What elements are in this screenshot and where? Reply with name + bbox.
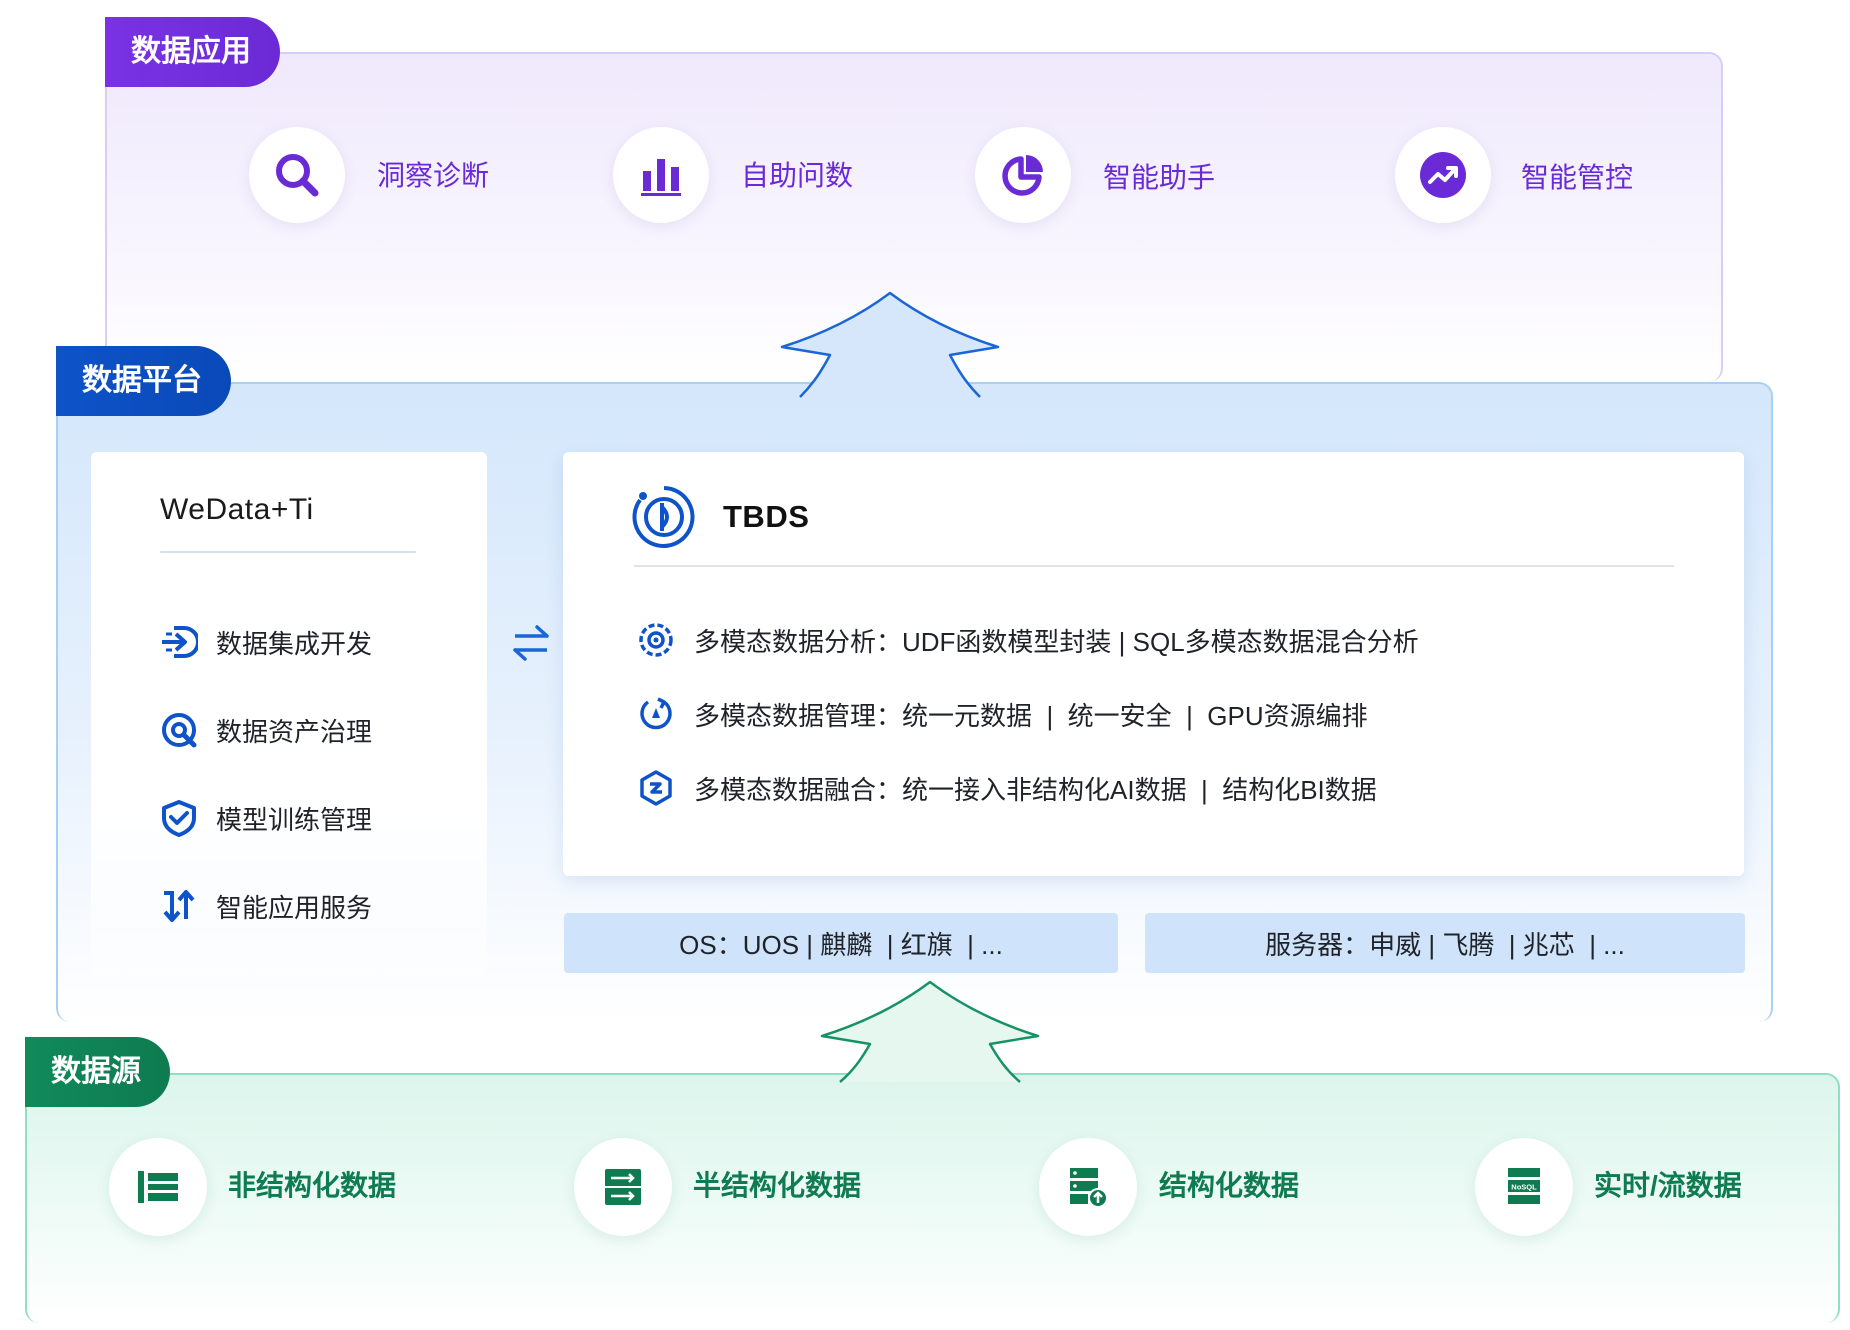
source-item-label: 实时/流数据 — [1594, 1170, 1742, 1201]
bar-chart-icon — [641, 159, 681, 196]
wedata-item-label: 模型训练管理 — [216, 804, 373, 835]
nosql-badge: NoSQL — [1511, 1183, 1537, 1192]
pie-chart-icon — [1002, 155, 1043, 196]
source-item-stream: NoSQL — [1475, 1138, 1573, 1236]
server-support-bar: 服务器：申威 | 飞腾 | 兆芯 | ... — [1145, 913, 1745, 973]
app-item-self-query — [613, 127, 709, 223]
tbds-card — [563, 452, 1744, 876]
governance-gear-icon — [162, 713, 197, 748]
shield-check-icon — [162, 800, 196, 837]
wedata-item-label: 数据集成开发 — [216, 628, 373, 659]
source-item-unstructured — [109, 1138, 207, 1236]
platform-to-app-arrow — [780, 291, 1000, 398]
tbds-logo-icon — [632, 486, 695, 548]
app-item-assistant — [975, 127, 1071, 223]
platform-layer-tab: 数据平台 — [56, 346, 231, 416]
app-item-label: 智能助手 — [1103, 162, 1216, 193]
source-item-semi-structured — [574, 1138, 672, 1236]
app-item-label: 洞察诊断 — [377, 160, 490, 191]
source-to-platform-arrow — [820, 980, 1040, 1083]
tbds-title: TBDS — [723, 499, 810, 534]
wedata-card — [91, 452, 487, 977]
wedata-item-label: 智能应用服务 — [216, 892, 373, 923]
source-item-label: 非结构化数据 — [228, 1170, 397, 1201]
management-refresh-icon — [640, 697, 672, 730]
wedata-item-model-training: 模型训练管理 — [160, 798, 372, 838]
exchange-arrows-icon — [513, 625, 549, 661]
source-item-label: 半结构化数据 — [693, 1170, 862, 1201]
wedata-item-app-service: 智能应用服务 — [160, 886, 372, 926]
wedata-title: WeData+Ti — [160, 493, 314, 526]
tbds-divider — [634, 565, 1674, 567]
search-icon — [276, 154, 319, 197]
tbds-item-analysis: 多模态数据分析：UDF函数模型封装 | SQL多模态数据混合分析 — [638, 620, 1419, 660]
wedata-item-integration: 数据集成开发 — [160, 622, 372, 662]
os-support-bar: OS：UOS | 麒麟 | 红旗 | ... — [564, 913, 1118, 973]
tbds-item-label: 多模态数据分析：UDF函数模型封装 | SQL多模态数据混合分析 — [694, 626, 1419, 657]
unstructured-data-icon — [138, 1171, 178, 1203]
tbds-item-label: 多模态数据融合：统一接入非结构化AI数据 | 结构化BI数据 — [694, 774, 1377, 805]
trend-up-icon — [1420, 152, 1466, 198]
tbds-item-fusion: 多模态数据融合：统一接入非结构化AI数据 | 结构化BI数据 — [638, 768, 1377, 808]
source-item-structured — [1039, 1138, 1137, 1236]
integration-arrow-icon — [162, 626, 198, 658]
tbds-item-management: 多模态数据管理：统一元数据 | 统一安全 | GPU资源编排 — [638, 694, 1368, 734]
source-layer-tab: 数据源 — [25, 1037, 170, 1107]
wedata-item-governance: 数据资产治理 — [160, 710, 372, 750]
swap-arrows-icon — [163, 890, 195, 922]
application-layer-tab: 数据应用 — [105, 17, 280, 87]
fusion-hexagon-icon — [640, 770, 672, 806]
app-item-control — [1395, 127, 1491, 223]
nosql-stream-icon: NoSQL — [1508, 1168, 1540, 1204]
app-item-insight — [249, 127, 345, 223]
semi-structured-data-icon — [605, 1169, 641, 1205]
wedata-divider — [160, 551, 416, 553]
source-item-label: 结构化数据 — [1159, 1170, 1300, 1201]
tbds-item-label: 多模态数据管理：统一元数据 | 统一安全 | GPU资源编排 — [694, 700, 1368, 731]
analysis-gear-icon — [639, 623, 673, 657]
app-item-label: 自助问数 — [741, 160, 854, 191]
app-item-label: 智能管控 — [1521, 162, 1634, 193]
structured-database-icon — [1070, 1168, 1108, 1208]
wedata-item-label: 数据资产治理 — [216, 716, 373, 747]
